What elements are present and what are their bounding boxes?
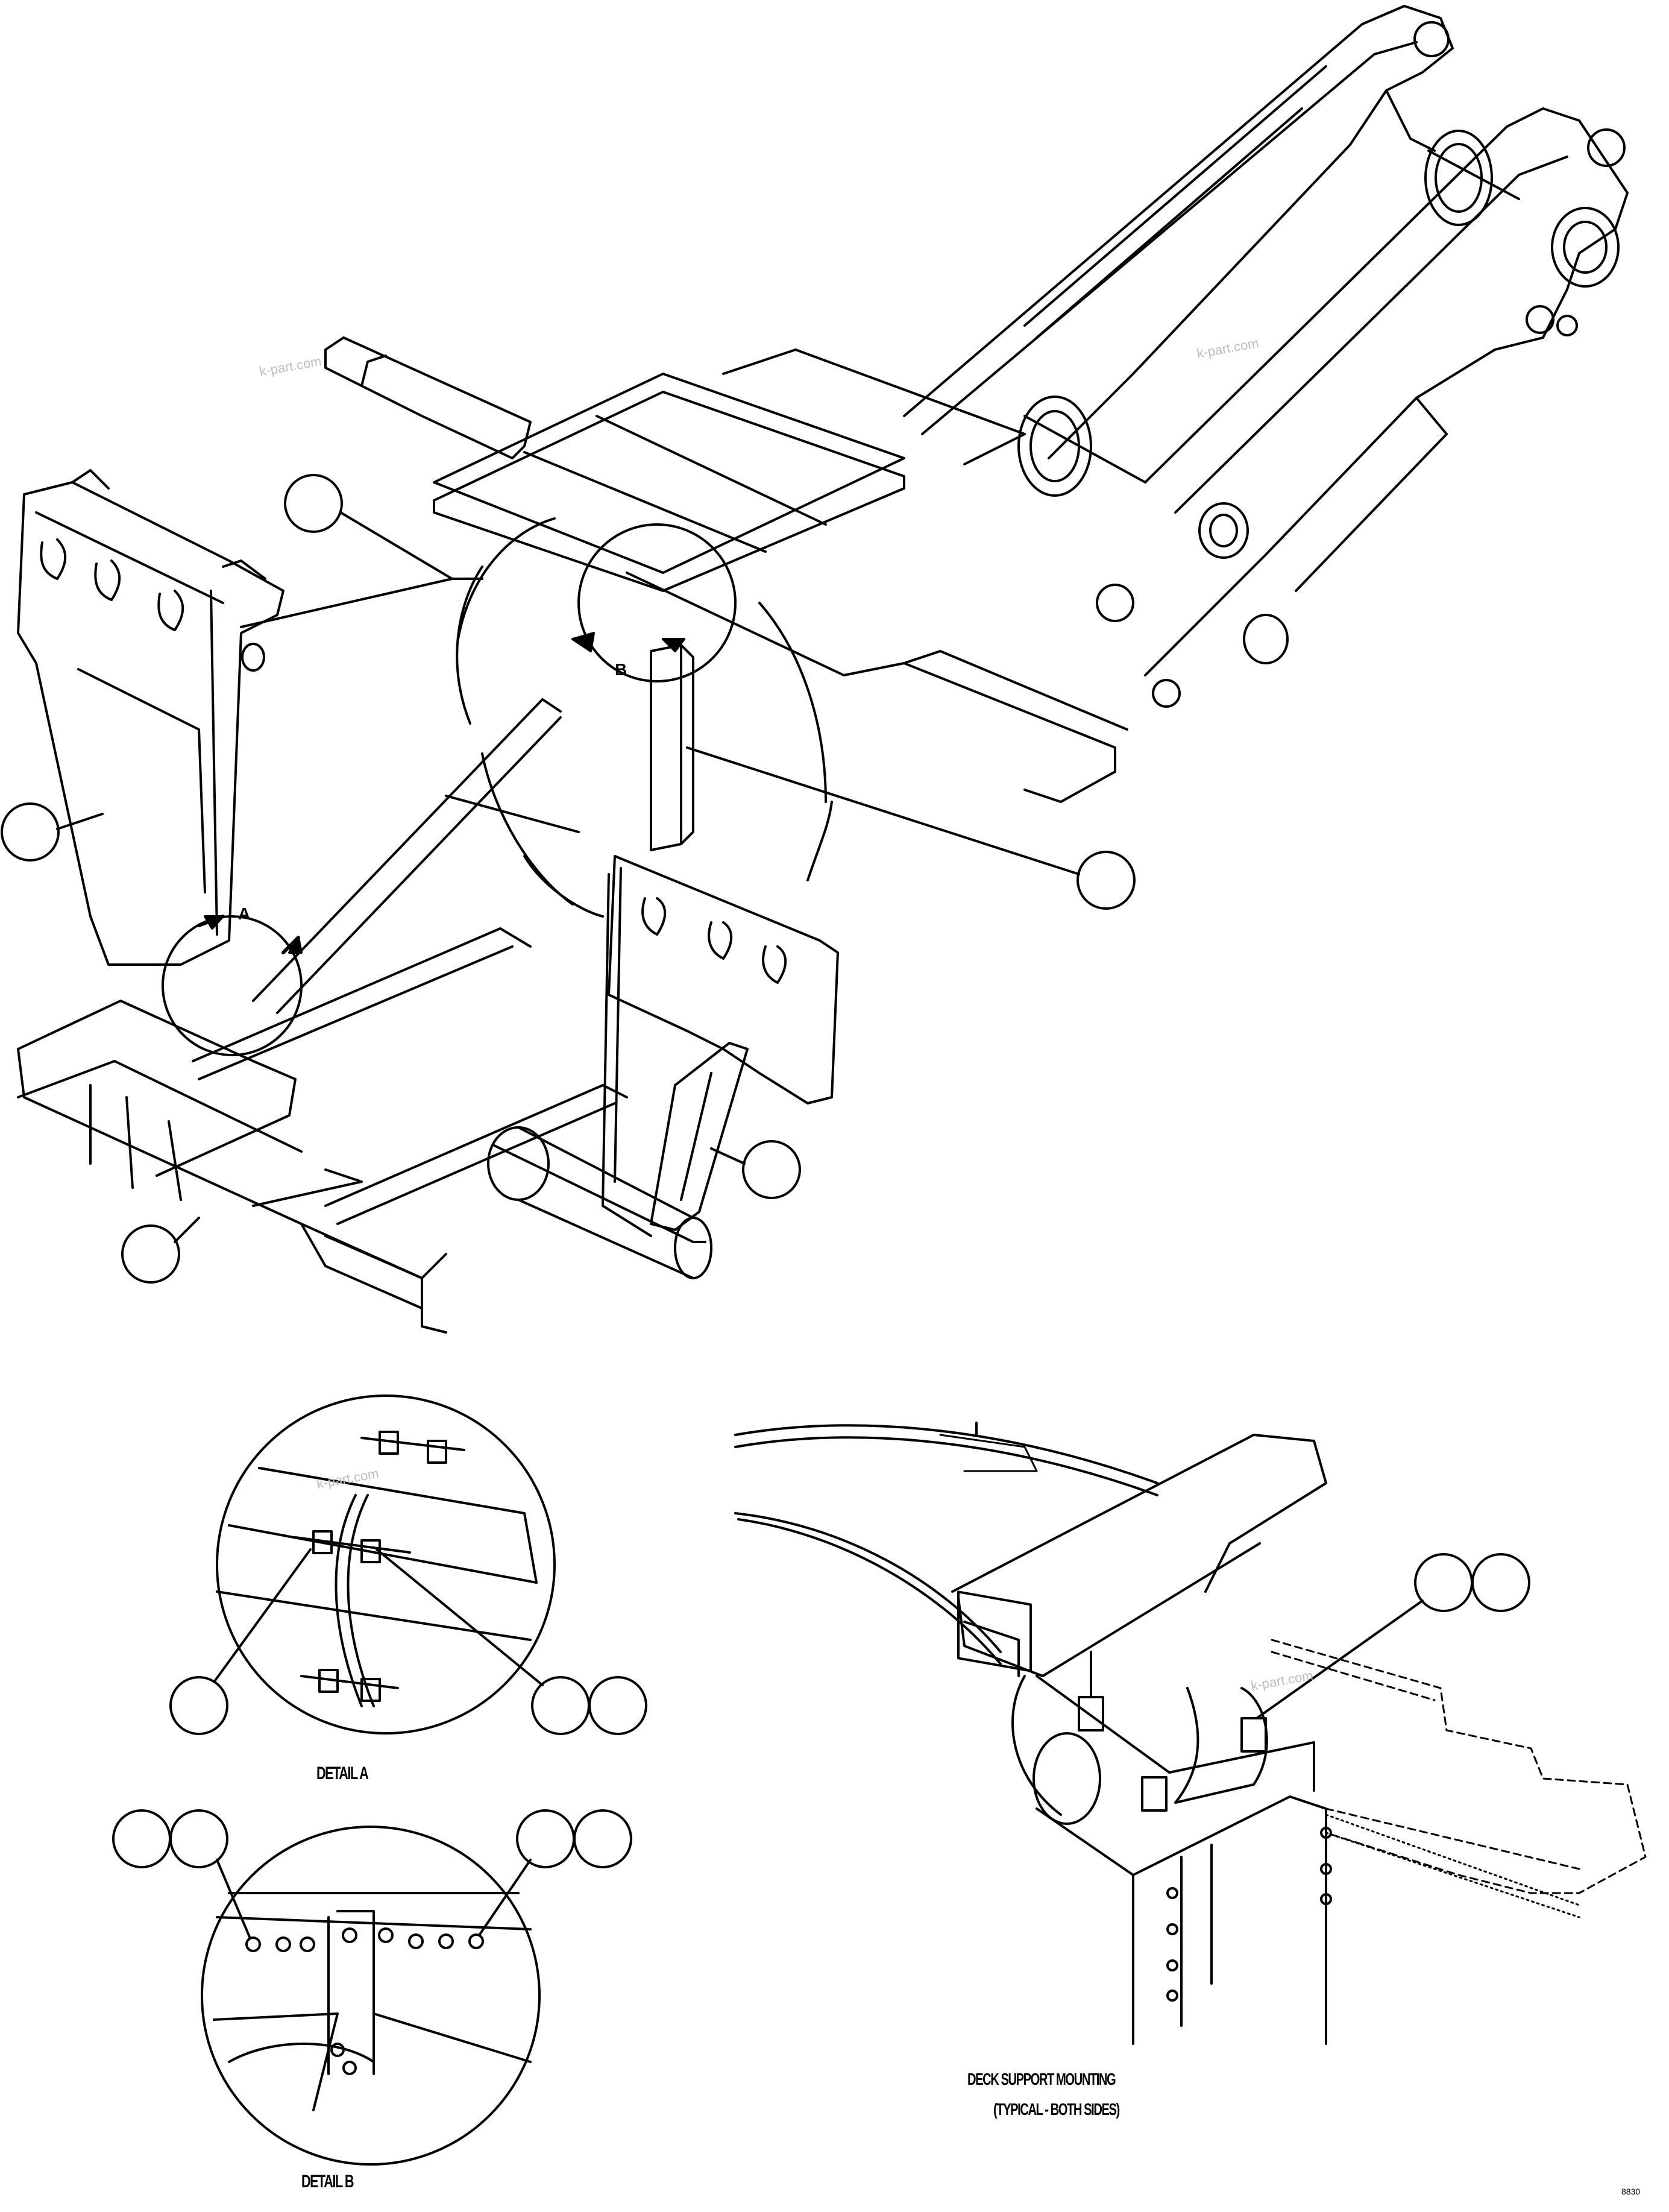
diagonal-brace (650, 1042, 749, 1231)
boom-arm-lower (1144, 107, 1629, 676)
left-shield (17, 469, 284, 966)
top-frame (433, 348, 1128, 803)
main-frame-view (1, 5, 1629, 1334)
slew-ring (456, 517, 833, 918)
detail-a-marker-letter: A (238, 904, 251, 923)
deck-support-subtitle: (TYPICAL - BOTH SIDES) (993, 2100, 1120, 2119)
detail-b-title: DETAIL B (301, 2172, 354, 2192)
detail-a-title: DETAIL A (316, 1763, 369, 1783)
detail-b-view (112, 1809, 632, 2166)
detail-b-marker-letter: B (615, 660, 627, 679)
figure-code: 8830 (1621, 2187, 1641, 2196)
detail-a-view (169, 1394, 647, 1735)
right-shield (602, 855, 839, 1237)
boom-cross-tubes (1017, 130, 1520, 708)
lower-beams (192, 698, 628, 1225)
item-balloons-main (1, 474, 1136, 1284)
detail-a-callout-circle (162, 915, 303, 1056)
right-tube (487, 1126, 712, 1279)
detail-b-callout-circle (571, 523, 737, 682)
rear-top-plate (324, 336, 532, 459)
boom-arm-upper (903, 5, 1454, 459)
deck-support-view (734, 1422, 1647, 2045)
deck-support-title: DECK SUPPORT MOUNTING (967, 2070, 1116, 2088)
rear-bumper (17, 1000, 447, 1334)
